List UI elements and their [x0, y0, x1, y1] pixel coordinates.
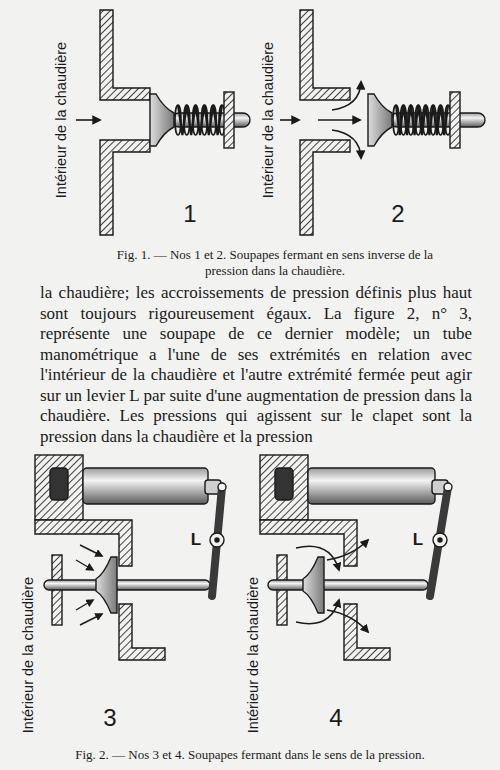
valve-disk — [303, 557, 324, 613]
boiler-interior-label: Intérieur de la chaudière — [260, 42, 276, 198]
flow-arrow — [327, 610, 368, 632]
lever-label: L — [191, 530, 201, 550]
spring-coil — [396, 105, 448, 135]
spring-coil — [175, 105, 225, 135]
valve-stem — [268, 580, 428, 590]
boiler-wall — [100, 10, 150, 100]
lever-pivot — [433, 533, 447, 547]
flow-arrow — [76, 119, 100, 121]
valve-panel-2 — [280, 10, 485, 235]
manometer-block — [260, 455, 308, 520]
flow-arrow — [332, 130, 361, 158]
boiler-wall — [300, 10, 350, 100]
lever-joint — [444, 483, 452, 491]
spring-coil — [201, 105, 207, 135]
valve-panel-1 — [76, 10, 250, 235]
spring-stop-plate — [450, 92, 460, 148]
lever — [430, 487, 448, 596]
lever-joint — [218, 483, 226, 491]
pressure-arrow — [80, 614, 102, 625]
boiler-wall — [119, 604, 165, 660]
spring-coil — [408, 105, 414, 135]
spring-coil — [175, 105, 181, 135]
flow-arrow — [318, 119, 360, 121]
lever-pivot — [215, 538, 219, 542]
spring-coil — [430, 105, 436, 135]
boiler-wall — [100, 140, 150, 235]
manometer-chamber — [50, 468, 68, 500]
figure-caption: Fig. 1. — Nos 1 et 2. Soupapes fermant e… — [95, 247, 455, 279]
lever-pivot — [210, 533, 224, 547]
spring-coil — [423, 105, 429, 135]
figure-number: 3 — [103, 704, 116, 732]
valve-stem — [44, 580, 210, 590]
manometer-block — [35, 455, 83, 520]
lever-pivot — [438, 538, 442, 542]
boiler-interior-label: Intérieur de la chaudière — [53, 42, 69, 198]
spring-coil — [184, 105, 190, 135]
figure-number: 2 — [391, 200, 404, 228]
manometer-chamber — [275, 468, 293, 500]
boiler-interior-label: Intérieur de la chaudière — [245, 577, 261, 733]
spring-coil — [193, 105, 199, 135]
spring-coil — [438, 105, 444, 135]
flow-arrow — [280, 119, 299, 121]
flow-arrow — [332, 82, 361, 110]
spring-stop-plate — [224, 92, 234, 148]
boiler-wall — [300, 140, 350, 235]
valve-disk — [368, 94, 392, 146]
pressure-arrow — [76, 560, 93, 570]
spring-coil — [178, 105, 222, 135]
valve-panel-4 — [260, 455, 452, 660]
valve-panel-3 — [35, 455, 226, 660]
body-paragraph: la chaudière; les accroissements de pres… — [40, 283, 472, 447]
lever-label: L — [413, 530, 423, 550]
manometric-tube — [308, 468, 435, 504]
boiler-interior-label: Intérieur de la chaudière — [20, 577, 36, 733]
manometric-tube — [83, 468, 208, 504]
spring-coil — [415, 105, 421, 135]
valve-disk — [150, 94, 174, 146]
valve-disk — [96, 557, 117, 613]
figure-number: 1 — [183, 200, 196, 228]
spring-coil — [210, 105, 216, 135]
flow-arrow — [327, 540, 368, 560]
spring-coil — [393, 105, 399, 135]
boiler-wall — [260, 520, 357, 566]
spring-coil — [393, 105, 451, 135]
pressure-arrow — [80, 545, 102, 556]
spring-coil — [400, 105, 406, 135]
figure-number: 4 — [329, 704, 342, 732]
pressure-arrow — [76, 600, 93, 610]
figure-caption: Fig. 2. — Nos 3 et 4. Soupapes fermant d… — [15, 747, 485, 763]
flow-arrow — [296, 546, 339, 570]
